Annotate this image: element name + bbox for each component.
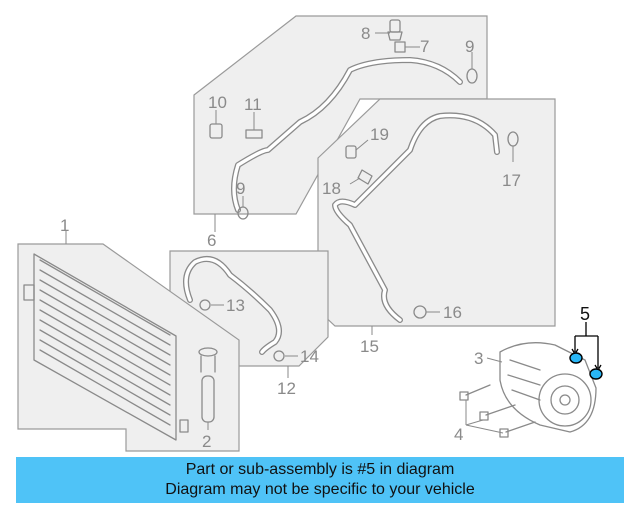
banner-line-1: Part or sub-assembly is #5 in diagram	[185, 461, 455, 478]
callout-8: 8	[361, 24, 370, 43]
callout-17: 17	[502, 171, 521, 190]
callout-10: 10	[208, 93, 227, 112]
callout-16: 16	[443, 303, 462, 322]
callout-19: 19	[370, 125, 389, 144]
banner-line-2: Diagram may not be specific to your vehi…	[165, 481, 475, 498]
callout-18: 18	[322, 179, 341, 198]
callout-9-upper: 9	[465, 37, 474, 56]
callout-4: 4	[454, 425, 463, 444]
panel-line-assembly-6	[193, 15, 488, 220]
callout-12: 12	[277, 379, 296, 398]
seal-part-5-b[interactable]	[589, 368, 603, 380]
bolts-4	[459, 384, 536, 438]
callout-11: 11	[244, 95, 262, 114]
callout-15: 15	[360, 337, 379, 356]
callout-2: 2	[202, 432, 211, 451]
panel-line-assembly-15	[317, 98, 556, 327]
info-banner: Part or sub-assembly is #5 in diagram Di…	[16, 457, 624, 503]
callout-5: 5	[580, 304, 590, 324]
callout-3: 3	[474, 349, 483, 368]
callout-6: 6	[207, 231, 216, 250]
callout-7: 7	[420, 37, 429, 56]
callout-1: 1	[60, 216, 69, 235]
callout-14: 14	[300, 347, 319, 366]
compressor-3	[486, 342, 597, 433]
receiver-drier-2	[198, 347, 218, 430]
seal-part-5-a[interactable]	[569, 352, 583, 364]
parts-diagram: 6 8 7 9 10 11 9 15 19 18 17 16 12 1	[17, 15, 603, 452]
callout-13: 13	[226, 296, 245, 315]
highlighted-part-5[interactable]: 5	[569, 304, 603, 380]
callout-9-lower: 9	[236, 179, 245, 198]
panel-condenser-1	[17, 243, 240, 452]
